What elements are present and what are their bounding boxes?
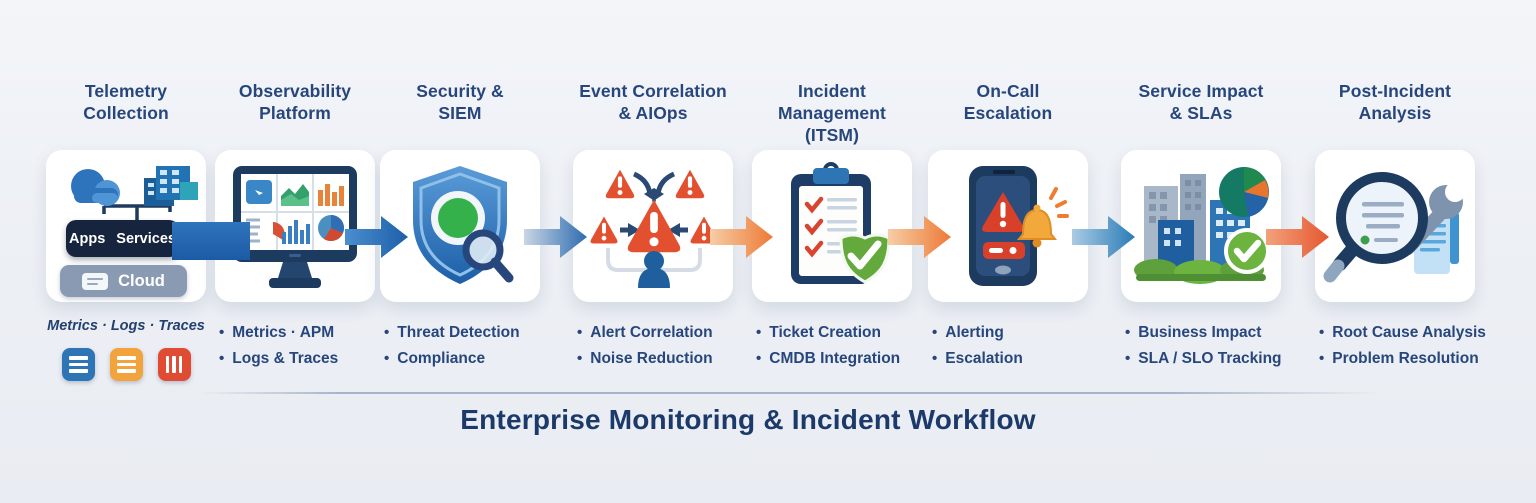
check-circle-icon xyxy=(1224,228,1270,274)
monitor-dashboard-icon xyxy=(233,166,357,288)
apps-label: Apps xyxy=(69,230,106,247)
telemetry-card: Apps Services Cloud xyxy=(46,150,206,302)
flow-arrow-sla-to-postincident xyxy=(1266,216,1329,258)
flow-arrow-oncall-to-sla xyxy=(1072,216,1135,258)
flow-band-telemetry-to-platform xyxy=(172,222,250,260)
phone-alert-icon xyxy=(969,166,1069,286)
bullet-list: Threat Detection Compliance xyxy=(384,320,559,372)
postincident-card xyxy=(1315,150,1475,302)
stage-title: Post-Incident Analysis xyxy=(1305,80,1485,124)
cloud-pill: Cloud xyxy=(60,265,187,297)
stage-title: On-Call Escalation xyxy=(918,80,1098,124)
pie-chart-icon xyxy=(1219,167,1269,217)
logs-list-icon xyxy=(109,348,143,381)
bullet-item: CMDB Integration xyxy=(756,346,931,372)
city-pie-check-icon xyxy=(1134,167,1270,284)
stage-incident-management-itsm: Incident Management (ITSM) xyxy=(742,80,922,460)
magnifier-wrench-icon xyxy=(1323,172,1465,283)
metrics-list-icon xyxy=(61,348,95,381)
siem-card xyxy=(380,150,540,302)
bullet-item: Compliance xyxy=(384,346,559,372)
title-line: Platform xyxy=(259,103,331,123)
title-line: Analysis xyxy=(1358,103,1432,123)
title-line: Observability xyxy=(238,81,352,101)
title-line: Escalation xyxy=(963,103,1053,123)
title-line: Telemetry xyxy=(84,81,168,101)
bullet-item: Alert Correlation xyxy=(577,320,752,346)
telemetry-caption: Metrics · Logs · Traces xyxy=(47,318,205,334)
magnifier-icon xyxy=(1323,172,1428,283)
bullet-item: Root Cause Analysis xyxy=(1319,320,1494,346)
clipboard-ticket-icon xyxy=(791,162,891,284)
cloud-datacenter-icon xyxy=(71,166,198,220)
cloud-card-icon xyxy=(82,272,109,290)
bullet-item: Threat Detection xyxy=(384,320,559,346)
title-line: & SLAs xyxy=(1169,103,1233,123)
apps-services-pill: Apps Services xyxy=(66,220,179,257)
alert-rays-icon xyxy=(1049,187,1069,218)
stage-telemetry-collection: Telemetry Collection xyxy=(36,80,216,460)
title-line: On-Call xyxy=(976,81,1040,101)
flow-arrow-aiops-to-itsm xyxy=(710,216,773,258)
stage-title: Incident Management (ITSM) xyxy=(742,80,922,146)
shield-scan-icon xyxy=(413,166,514,284)
bullet-item: Business Impact xyxy=(1125,320,1300,346)
bullet-list: Ticket Creation CMDB Integration xyxy=(756,320,931,372)
bell-icon xyxy=(1016,204,1058,248)
bullet-list: Business Impact SLA / SLO Tracking xyxy=(1125,320,1300,372)
title-line: Collection xyxy=(83,103,169,123)
aiops-card xyxy=(573,150,733,302)
flow-arrow-siem-to-aiops xyxy=(524,216,587,258)
title-line: SIEM xyxy=(438,103,482,123)
stage-title: Service Impact & SLAs xyxy=(1111,80,1291,124)
title-line: Management xyxy=(778,103,886,123)
bullet-list: Root Cause Analysis Problem Resolution xyxy=(1319,320,1494,372)
bullet-list: Metrics · APM Logs & Traces xyxy=(219,320,394,372)
stage-security-siem: Security & SIEM Threat Detection Complia… xyxy=(370,80,550,460)
bullet-list: Alert Correlation Noise Reduction xyxy=(577,320,752,372)
cloud-label: Cloud xyxy=(118,271,165,290)
bullet-item: Ticket Creation xyxy=(756,320,931,346)
bullet-item: SLA / SLO Tracking xyxy=(1125,346,1300,372)
bullet-item: Escalation xyxy=(932,346,1107,372)
services-label: Services xyxy=(116,230,176,247)
itsm-card xyxy=(752,150,912,302)
alert-correlation-icon xyxy=(590,169,718,288)
bullet-item: Noise Reduction xyxy=(577,346,752,372)
bullet-item: Metrics · APM xyxy=(219,320,394,346)
title-line: Post-Incident xyxy=(1338,81,1452,101)
title-line: & AIOps xyxy=(618,103,688,123)
stage-title: Event Correlation & AIOps xyxy=(563,80,743,124)
signal-icons-row xyxy=(36,348,216,381)
bullet-list: Alerting Escalation xyxy=(932,320,1107,372)
bullet-item: Alerting xyxy=(932,320,1107,346)
title-line: Event Correlation xyxy=(579,81,727,101)
stage-oncall-escalation: On-Call Escalation xyxy=(918,80,1098,460)
title-line: Service Impact xyxy=(1138,81,1264,101)
observability-card xyxy=(215,150,375,302)
stage-service-impact-slas: Service Impact & SLAs xyxy=(1111,80,1291,460)
stage-title: Security & SIEM xyxy=(370,80,550,124)
title-line: Incident xyxy=(798,81,866,101)
bullet-item: Problem Resolution xyxy=(1319,346,1494,372)
title-line: (ITSM) xyxy=(804,125,860,145)
footer-divider xyxy=(200,392,1380,394)
stage-title: Telemetry Collection xyxy=(36,80,216,124)
stage-observability-platform: Observability Platform xyxy=(205,80,385,460)
stage-title: Observability Platform xyxy=(205,80,385,124)
flow-arrow-itsm-to-oncall xyxy=(888,216,951,258)
stage-event-correlation-aiops: Event Correlation & AIOps xyxy=(563,80,743,460)
bullet-item: Logs & Traces xyxy=(219,346,394,372)
oncall-card xyxy=(928,150,1088,302)
diagram-title: Enterprise Monitoring & Incident Workflo… xyxy=(460,404,1036,435)
stage-post-incident-analysis: Post-Incident Analysis xyxy=(1305,80,1486,460)
title-line: Security & xyxy=(416,81,504,101)
traces-bars-icon xyxy=(157,348,191,381)
sla-card xyxy=(1121,150,1281,302)
flow-arrow-platform-to-siem xyxy=(345,216,408,258)
